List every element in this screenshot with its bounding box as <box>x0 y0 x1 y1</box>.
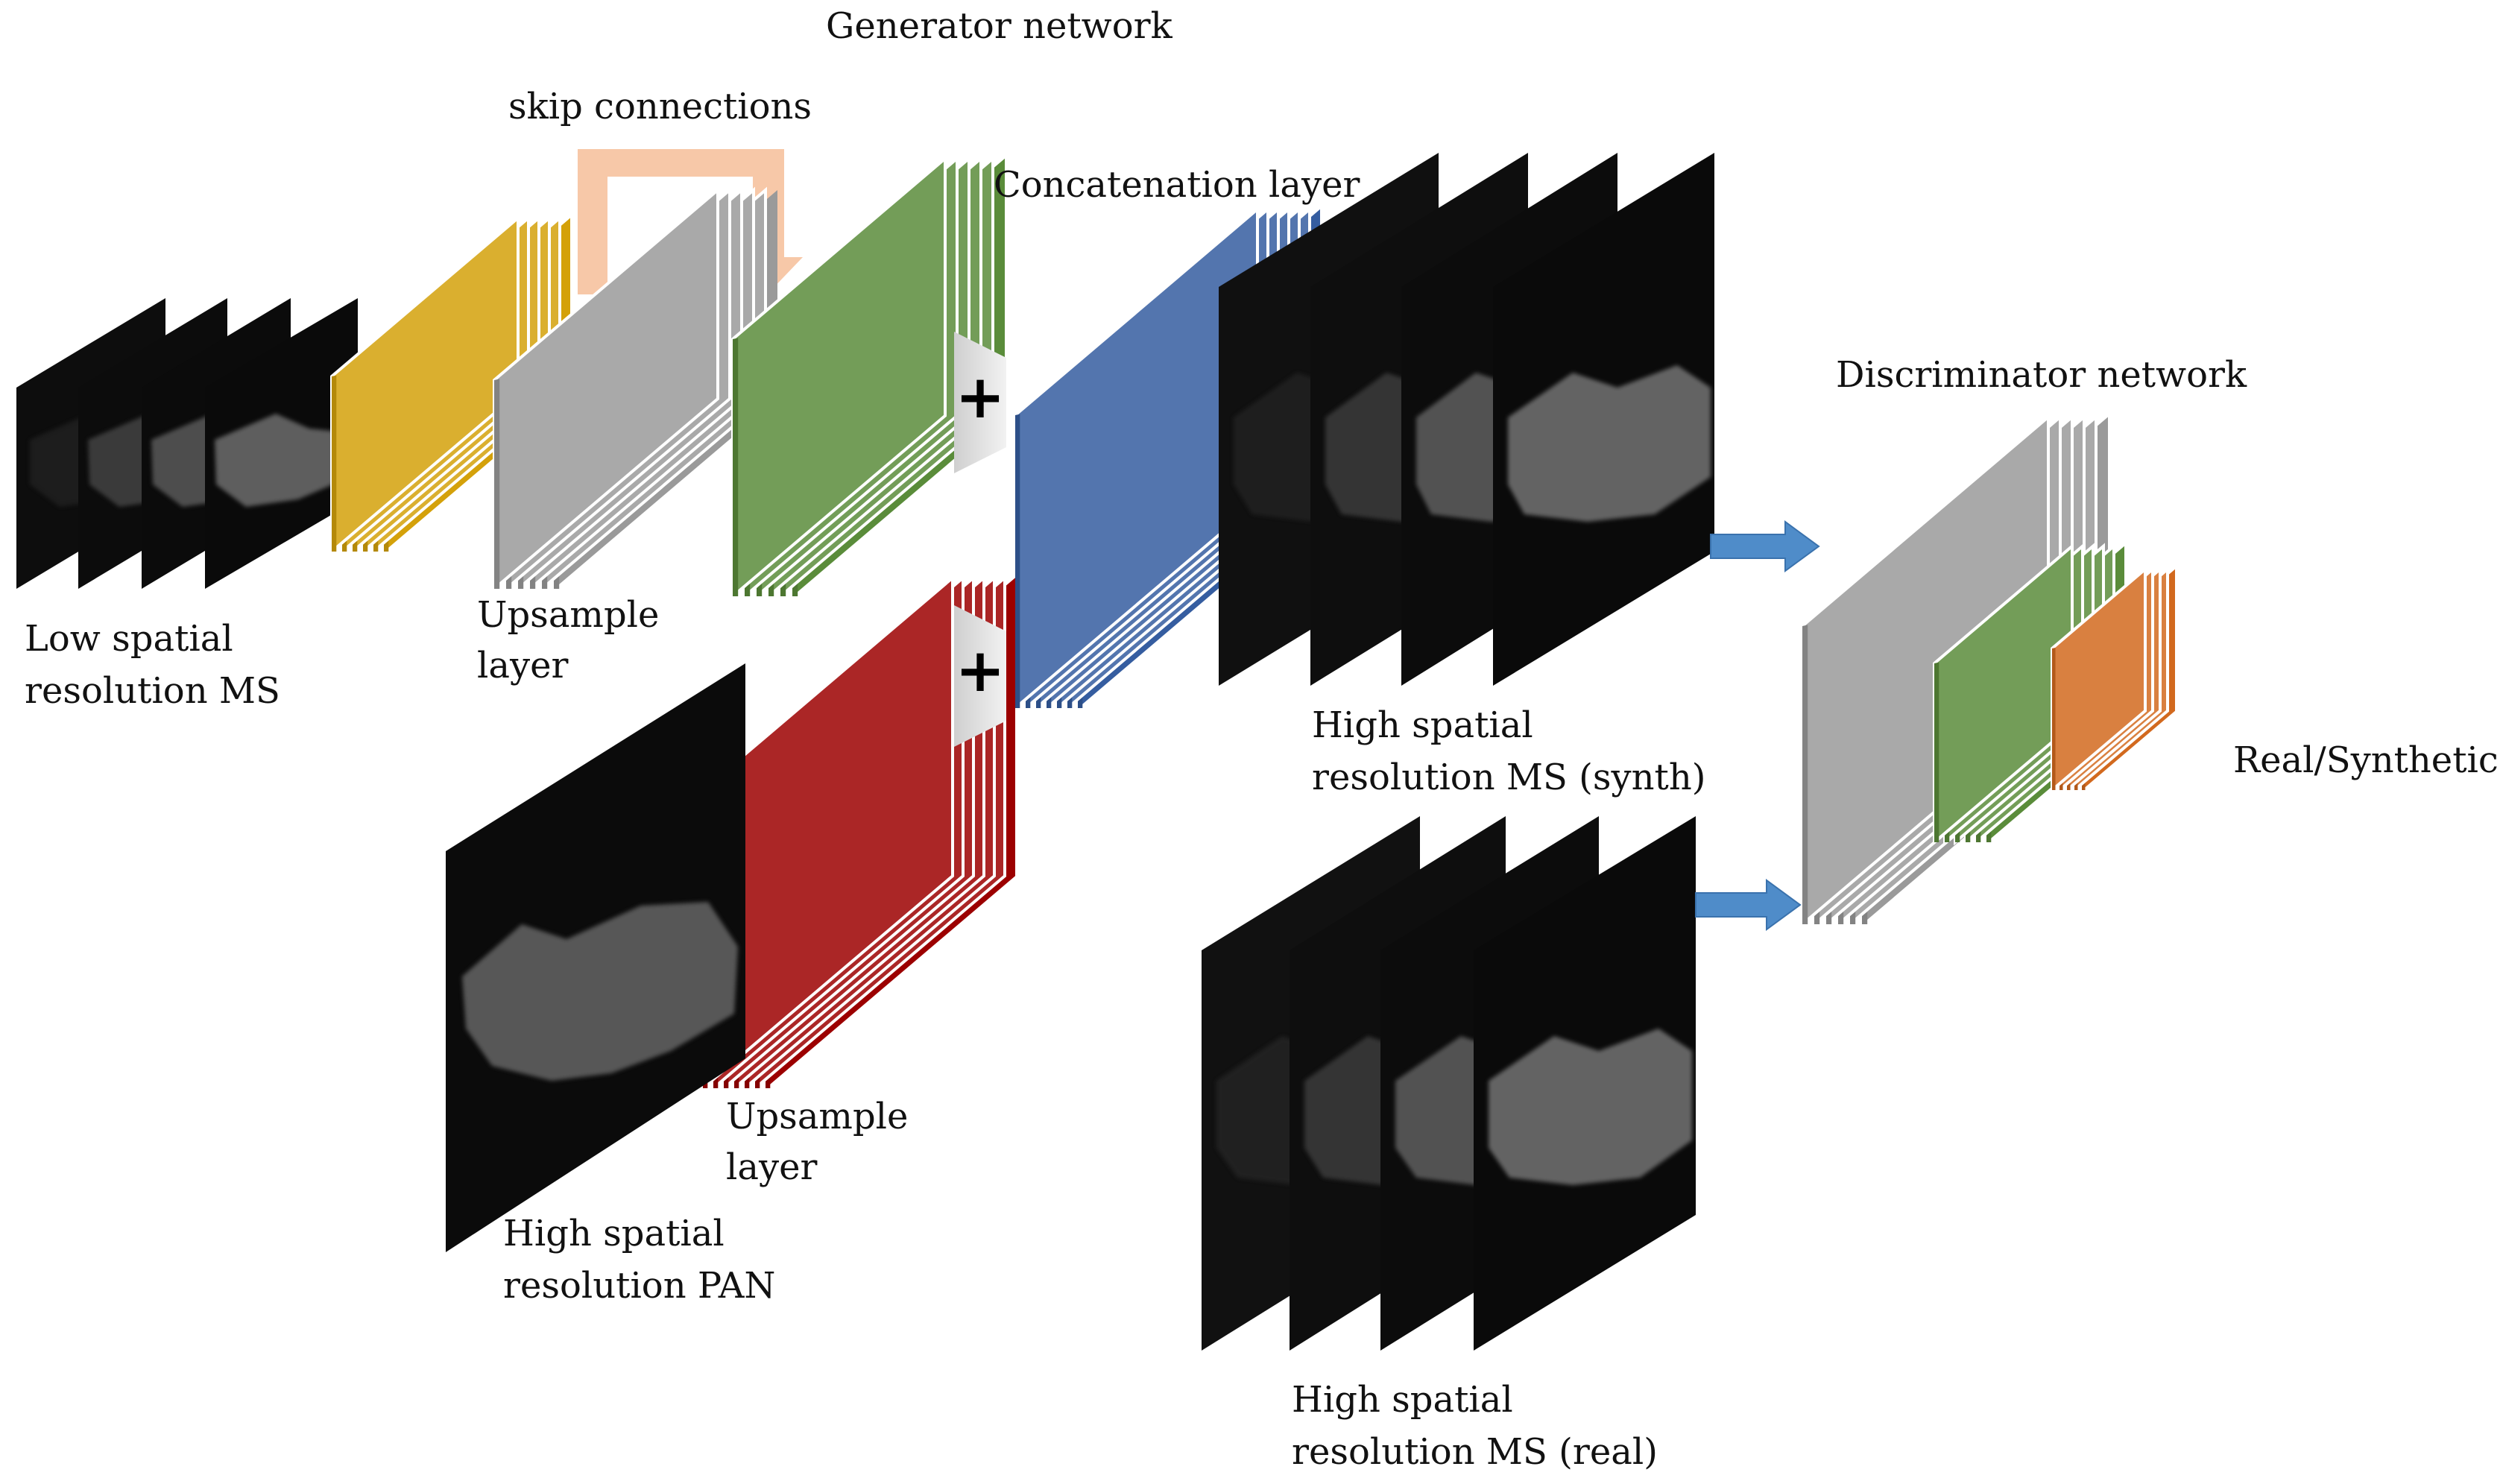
low-res-ms-label-line2: resolution MS <box>25 670 280 712</box>
skip-connections-label: skip connections <box>508 86 812 127</box>
real-ms-label-line2: resolution MS (real) <box>1292 1431 1658 1473</box>
pan-upsample-layer-label-line2: layer <box>726 1146 818 1188</box>
pan-upsample-layer-label-line1: Upsample <box>726 1096 909 1137</box>
real-ms-label-line1: High spatial <box>1292 1379 1513 1421</box>
upsample-layer-label-line1: Upsample <box>477 594 660 636</box>
ms-band-image <box>205 298 358 589</box>
concat-merge-node-bottom: + <box>954 605 1006 747</box>
real-to-discriminator-arrow <box>1695 879 1802 931</box>
generator-network-title: Generator network <box>826 5 1172 47</box>
low-res-ms-image-stack <box>16 298 358 589</box>
red-upsample-block <box>701 574 1015 1092</box>
pan-image <box>446 663 745 1252</box>
synth-to-discriminator-arrow <box>1710 520 1820 572</box>
real-ms-image-stack <box>1202 816 1696 1351</box>
high-res-pan-label-line2: resolution PAN <box>503 1265 776 1307</box>
low-res-ms-label-line1: Low spatial <box>25 618 233 660</box>
high-res-pan-label-line1: High spatial <box>503 1213 725 1254</box>
synth-ms-label-line2: resolution MS (synth) <box>1312 757 1706 798</box>
yellow-conv-block <box>330 215 570 555</box>
discriminator-network-title: Discriminator network <box>1836 354 2247 396</box>
concat-merge-node-top: + <box>954 332 1006 473</box>
plus-icon: + <box>955 636 1005 705</box>
plus-icon: + <box>955 362 1005 432</box>
ms-band-image <box>1493 153 1714 686</box>
green-conv-block <box>731 155 1005 600</box>
ms-band-image <box>1474 816 1696 1351</box>
synth-ms-image-stack <box>1219 153 1714 686</box>
synth-ms-label-line1: High spatial <box>1312 704 1533 746</box>
upsample-layer-label-line2: layer <box>477 645 569 686</box>
concatenation-layer-label: Concatenation layer <box>994 164 1360 206</box>
real-synthetic-output-label: Real/Synthetic <box>2233 739 2499 781</box>
disc-orange-block <box>2051 566 2175 794</box>
